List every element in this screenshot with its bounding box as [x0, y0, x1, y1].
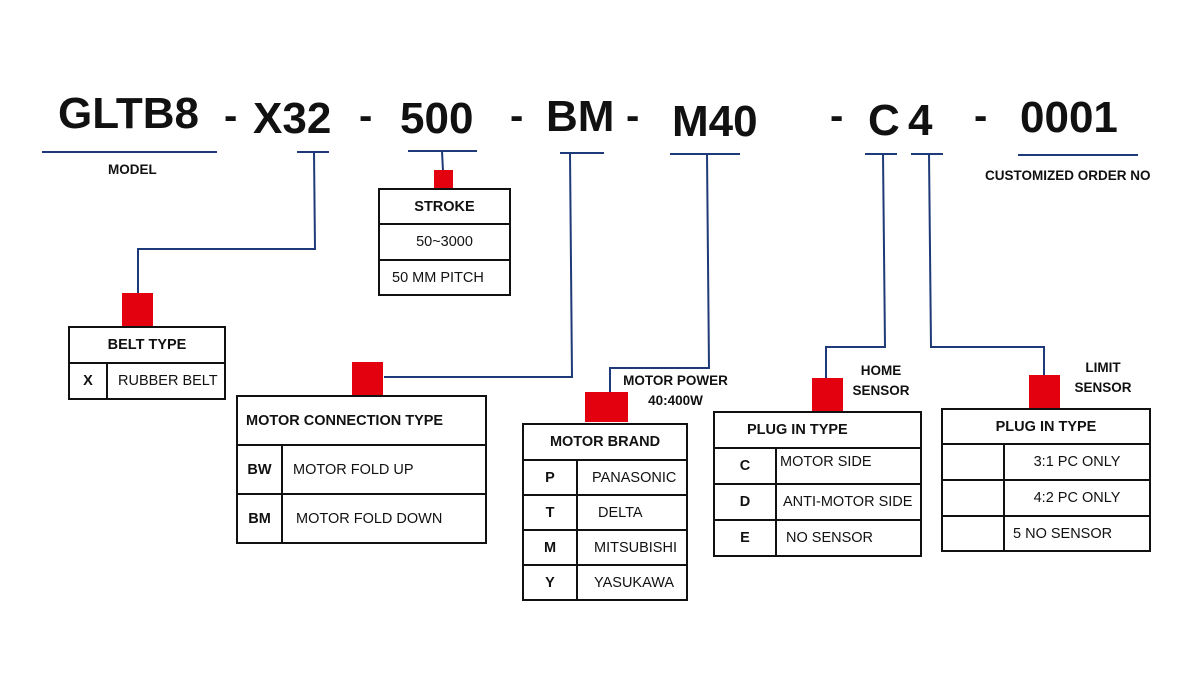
table-row: 4:2 PC ONLY	[941, 479, 1151, 517]
motor-brand-desc: MITSUBISHI	[576, 529, 688, 566]
limit-sensor-code	[941, 443, 1005, 481]
belt-marker	[122, 293, 153, 326]
table-row: 5 NO SENSOR	[941, 515, 1151, 552]
code-belt: X32	[253, 94, 332, 143]
limit-sensor-label: LIMIT SENSOR	[1070, 358, 1136, 397]
code-home-sensor: C	[868, 96, 900, 145]
home-sensor-title: PLUG IN TYPE	[713, 411, 922, 449]
home-sensor-label-line2: SENSOR	[852, 382, 910, 398]
limit-sensor-code	[941, 479, 1005, 517]
stroke-connector	[441, 150, 444, 172]
separator-5: -	[830, 94, 844, 138]
model-label: MODEL	[108, 162, 157, 177]
limit-sensor-desc: 4:2 PC ONLY	[1003, 479, 1151, 517]
motor-brand-code: P	[522, 459, 578, 496]
separator-3: -	[510, 94, 524, 138]
motor-power-connector	[609, 153, 711, 398]
limit-sensor-title: PLUG IN TYPE	[941, 408, 1151, 445]
motor-connection-title: MOTOR CONNECTION TYPE	[236, 395, 487, 446]
separator-2: -	[359, 94, 373, 138]
motor-connection-code: BW	[236, 444, 283, 495]
limit-sensor-desc: 3:1 PC ONLY	[1003, 443, 1151, 481]
motor-connection-desc: MOTOR FOLD UP	[281, 444, 487, 495]
code-motor-power: M40	[672, 97, 758, 146]
stroke-table: STROKE 50~3000 50 MM PITCH	[378, 188, 511, 296]
motor-brand-table: MOTOR BRAND P PANASONIC T DELTA M MITSUB…	[522, 423, 688, 601]
table-row: 3:1 PC ONLY	[941, 443, 1151, 481]
motor-brand-desc: DELTA	[576, 494, 688, 531]
motor-connection-code: BM	[236, 493, 283, 544]
separator-4: -	[626, 94, 640, 138]
motor-brand-code: T	[522, 494, 578, 531]
table-row: T DELTA	[522, 494, 688, 531]
table-row: Y YASUKAWA	[522, 564, 688, 601]
limit-sensor-desc: 5 NO SENSOR	[1003, 515, 1151, 552]
motor-brand-code: M	[522, 529, 578, 566]
motor-brand-title: MOTOR BRAND	[522, 423, 688, 461]
home-sensor-code: D	[713, 483, 777, 521]
code-model: GLTB8	[58, 89, 199, 138]
motor-brand-desc: YASUKAWA	[576, 564, 688, 601]
code-motor-connection: BM	[546, 92, 615, 141]
home-sensor-label-line1: HOME	[860, 363, 902, 378]
code-order-no: 0001	[1020, 93, 1118, 142]
limit-sensor-label-line1: LIMIT	[1085, 360, 1121, 375]
belt-type-title: BELT TYPE	[68, 326, 226, 364]
table-row: D ANTI-MOTOR SIDE	[713, 483, 922, 521]
stroke-marker	[434, 170, 453, 189]
home-sensor-connector	[825, 153, 887, 379]
motor-connection-marker	[352, 362, 383, 395]
code-limit-sensor: 4	[908, 96, 933, 145]
stroke-range: 50~3000	[378, 223, 511, 261]
table-row: BM MOTOR FOLD DOWN	[236, 493, 487, 544]
home-sensor-code: E	[713, 519, 777, 557]
limit-sensor-connector	[928, 153, 1045, 377]
motor-power-label-line1: MOTOR POWER	[623, 373, 728, 388]
table-row: C MOTOR SIDE	[713, 447, 922, 485]
home-sensor-code: C	[713, 447, 777, 485]
motor-power-label-line2: 40:400W	[648, 392, 703, 408]
stroke-table-title: STROKE	[378, 188, 511, 225]
motor-power-label: MOTOR POWER 40:400W	[618, 371, 733, 410]
belt-desc: RUBBER BELT	[106, 362, 226, 400]
limit-sensor-table: PLUG IN TYPE 3:1 PC ONLY 4:2 PC ONLY 5 N…	[941, 408, 1151, 552]
motor-connection-connector	[384, 152, 574, 378]
home-sensor-desc: NO SENSOR	[775, 519, 922, 557]
separator-1: -	[224, 94, 238, 138]
limit-sensor-label-line2: SENSOR	[1074, 379, 1132, 395]
home-sensor-label: HOME SENSOR	[848, 361, 914, 400]
home-sensor-table: PLUG IN TYPE C MOTOR SIDE D ANTI-MOTOR S…	[713, 411, 922, 557]
limit-sensor-marker	[1029, 375, 1060, 408]
table-row: E NO SENSOR	[713, 519, 922, 557]
home-sensor-desc: ANTI-MOTOR SIDE	[775, 483, 922, 521]
limit-sensor-code	[941, 515, 1005, 552]
home-sensor-desc: MOTOR SIDE	[775, 447, 922, 485]
motor-connection-table: MOTOR CONNECTION TYPE BW MOTOR FOLD UP B…	[236, 395, 487, 544]
motor-brand-desc: PANASONIC	[576, 459, 688, 496]
home-sensor-marker	[812, 378, 843, 411]
motor-connection-desc: MOTOR FOLD DOWN	[281, 493, 487, 544]
code-stroke: 500	[400, 94, 474, 143]
belt-connector	[137, 151, 317, 295]
table-row: M MITSUBISHI	[522, 529, 688, 566]
belt-type-table: BELT TYPE X RUBBER BELT	[68, 326, 226, 400]
table-row: BW MOTOR FOLD UP	[236, 444, 487, 495]
separator-6: -	[974, 94, 988, 138]
stroke-pitch: 50 MM PITCH	[378, 259, 511, 296]
motor-brand-code: Y	[522, 564, 578, 601]
table-row: X RUBBER BELT	[68, 362, 226, 400]
order-no-label: CUSTOMIZED ORDER NO	[985, 168, 1151, 183]
motor-brand-marker	[585, 392, 628, 422]
belt-code: X	[68, 362, 108, 400]
table-row: P PANASONIC	[522, 459, 688, 496]
